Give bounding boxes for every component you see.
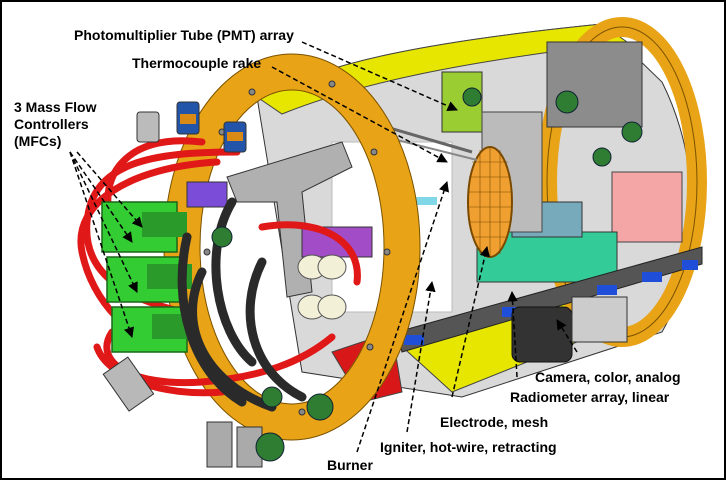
- fittings: [102, 101, 334, 468]
- black-cables: [177, 197, 307, 412]
- pink-panel: [611, 171, 683, 243]
- radiometer-arrow: [507, 290, 518, 378]
- label-radiometer: Radiometer array, linear: [510, 389, 670, 405]
- igniter-arrow: [406, 280, 436, 433]
- spider-bracket: [226, 141, 353, 298]
- callout-arrows: [69, 41, 578, 453]
- label-mfc-line1: 3 Mass Flow: [14, 99, 97, 115]
- mfc-arrow-2: [69, 151, 138, 293]
- burner-tube: [402, 197, 437, 205]
- label-burner: Burner: [327, 457, 373, 473]
- blue-clamps: [404, 260, 698, 345]
- label-mfc-line2: Controllers: [14, 116, 89, 132]
- camera-body: [511, 306, 573, 363]
- electrode-arrow: [451, 245, 490, 398]
- white-cylinders: [297, 254, 347, 320]
- pmt-arrow: [301, 41, 458, 112]
- green-connectors: [462, 87, 643, 167]
- mfc-arrow-1: [69, 151, 133, 243]
- label-pmt: Photomultiplier Tube (PMT) array: [74, 27, 294, 43]
- camera-arrow: [556, 319, 578, 353]
- label-electrode: Electrode, mesh: [440, 414, 549, 430]
- inner-components: [331, 41, 703, 363]
- mfc-arrow-3: [69, 151, 134, 338]
- label-camera: Camera, color, analog: [535, 369, 681, 385]
- label-mfc-line3: (MFCs): [14, 133, 62, 149]
- rake-arrow: [271, 66, 448, 163]
- camera-bracket: [571, 296, 628, 343]
- mfc-arrow-4: [76, 151, 143, 228]
- label-igniter: Igniter, hot-wire, retracting: [380, 439, 557, 455]
- pmt-housing: [546, 41, 643, 128]
- mesh-grid: [468, 147, 512, 257]
- label-thermocouple-rake: Thermocouple rake: [132, 55, 262, 71]
- violet-block: [186, 181, 228, 208]
